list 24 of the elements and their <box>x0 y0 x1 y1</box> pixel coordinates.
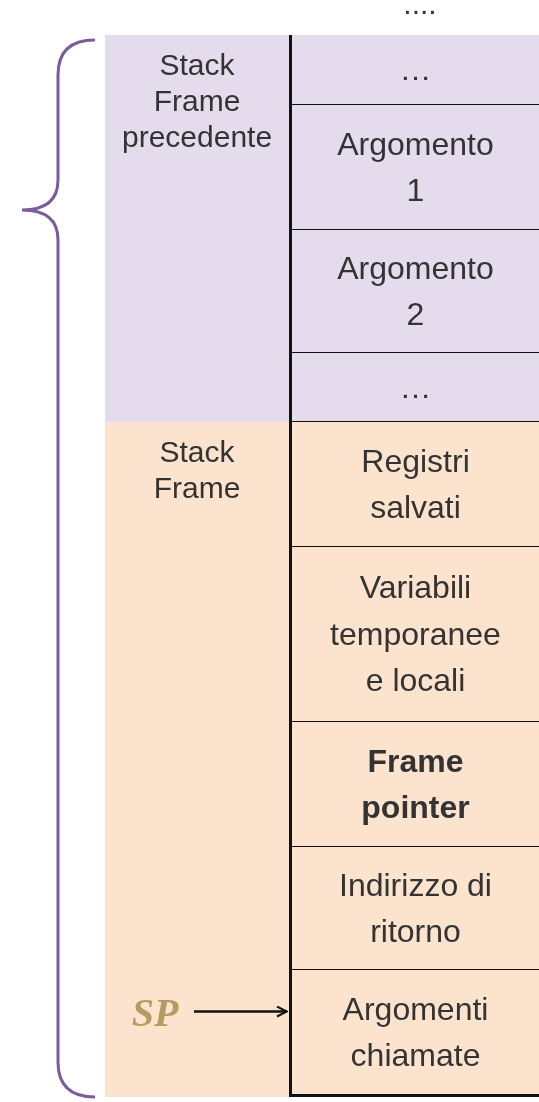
stack-cell <box>289 105 539 230</box>
cell-text: Indirizzo di ritorno <box>338 865 493 951</box>
frame-label: Stack Frame precedente <box>122 47 272 155</box>
cell-text: Variabili temporanee e locali <box>329 568 502 701</box>
cell-text: Registri salvati <box>360 441 471 527</box>
cell-text: Frame pointer <box>360 741 471 827</box>
cell-text: … <box>398 50 433 90</box>
pointer-label: SP <box>118 990 192 1036</box>
ellipsis-label: .... <box>402 0 438 22</box>
stack-cell <box>289 230 539 353</box>
arrow <box>194 1005 288 1018</box>
cell-text: Argomento 2 <box>336 248 495 334</box>
stack-cell <box>289 547 539 722</box>
stack-cell <box>289 422 539 547</box>
frame-label: Stack Frame <box>152 434 242 506</box>
cell-text: … <box>398 367 433 407</box>
stack-cell <box>289 847 539 970</box>
cell-text: Argomenti chiamate <box>341 989 490 1075</box>
frame-band <box>105 422 539 1097</box>
frame-band <box>105 35 539 422</box>
stack-cell <box>289 970 539 1097</box>
cell-text: Argomento 1 <box>336 124 495 210</box>
stack-cell <box>289 35 539 105</box>
stack-cell <box>289 722 539 847</box>
